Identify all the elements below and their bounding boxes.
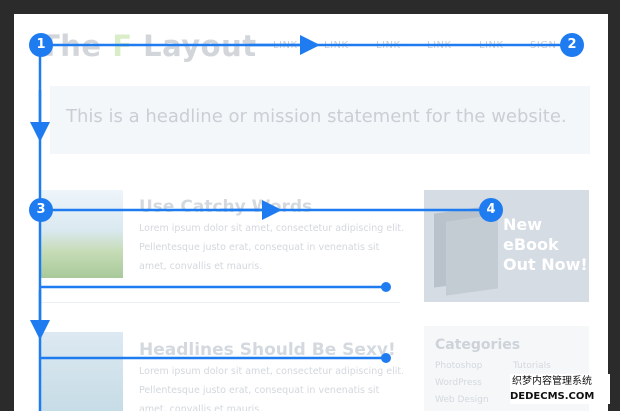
post-title-2[interactable]: Headlines Should Be Sexy! xyxy=(139,340,396,360)
ebook-line-outnow: Out Now! xyxy=(503,255,588,274)
watermark-text: 织梦内容管理系统 xyxy=(510,374,610,390)
annotation-badge-1: 1 xyxy=(29,33,53,57)
post-body-1: Lorem ipsum dolor sit amet, consectetur … xyxy=(139,223,405,272)
gaze-end-dot-1 xyxy=(381,282,391,292)
annotation-badge-2: 2 xyxy=(560,33,584,57)
ebook-ad-text: New eBook Out Now! xyxy=(503,215,588,275)
mission-statement: This is a headline or mission statement … xyxy=(66,106,567,127)
ebook-ad[interactable] xyxy=(424,190,589,302)
category-wordpress[interactable]: WordPress xyxy=(435,378,482,388)
post-divider xyxy=(40,302,400,303)
category-tutorials[interactable]: Tutorials xyxy=(513,361,551,371)
annotation-badge-4: 4 xyxy=(479,198,503,222)
annotation-badge-3: 3 xyxy=(29,198,53,222)
ebook-line-new: New xyxy=(503,215,543,234)
categories-title: Categories xyxy=(435,337,521,353)
post-body-2: Lorem ipsum dolor sit amet, consectetur … xyxy=(139,366,405,411)
gaze-end-dot-2 xyxy=(381,353,391,363)
category-web-design[interactable]: Web Design xyxy=(435,395,489,405)
headline-banner xyxy=(50,86,590,154)
ebook-line-ebook: eBook xyxy=(503,235,559,254)
category-photoshop[interactable]: Photoshop xyxy=(435,361,483,371)
post-thumbnail-2[interactable] xyxy=(40,332,123,411)
watermark-domain: DEDECMS.COM xyxy=(510,390,610,404)
post-thumbnail-1[interactable] xyxy=(40,190,123,278)
